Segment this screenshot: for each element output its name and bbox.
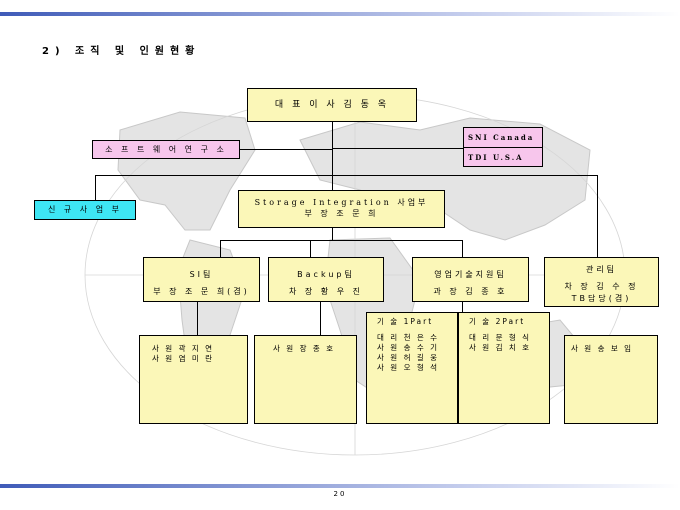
overseas-canada: SNI Canada [464, 128, 542, 148]
si-drop-line [220, 240, 221, 257]
storage-division-box: Storage Integration 사업부 부 장 조 문 희 [238, 190, 445, 228]
staff-member: 대 리 천 은 수 [377, 333, 440, 342]
tech-staff-line [462, 302, 463, 312]
ceo-box: 대 표 이 사 김 동 옥 [247, 88, 417, 122]
team-horizontal-line [220, 240, 462, 241]
tech-part1-box: 기 술 1Part 대 리 천 은 수 사 원 송 수 기 사 원 허 길 웅 … [366, 312, 458, 424]
staff-member: 사 원 송 수 기 [377, 343, 440, 352]
tech-part2-box: 기 술 2Part 대 리 문 형 식 사 원 김 치 호 [458, 312, 550, 424]
part1-title: 기 술 1Part [377, 317, 434, 326]
staff-member: 사 원 곽 지 연 [152, 344, 215, 353]
ceo-label: 대 표 이 사 김 동 옥 [274, 100, 390, 110]
staff-member: 대 리 문 형 식 [469, 333, 532, 342]
si-team-name: SI팀 [189, 270, 214, 279]
admin-staff-box: 사 원 송 보 임 [564, 335, 658, 424]
new-business-label: 신 규 사 업 부 [48, 205, 122, 214]
admin-team-head: 차 장 김 수 정 [564, 282, 639, 291]
staff-member: 사 원 염 미 란 [152, 354, 215, 363]
staff-member: 사 원 오 형 석 [377, 363, 440, 372]
admin-team-box: 관리팀 차 장 김 수 정 TB담당(겸) [544, 257, 659, 307]
tech-drop-line [462, 240, 463, 257]
storage-drop-line [332, 228, 333, 240]
backup-team-name: Backup팀 [297, 270, 355, 279]
tech-support-team-box: 영업기술지원팀 과 장 김 종 호 [412, 257, 529, 302]
admin-drop-line [597, 175, 598, 257]
admin-team-name: 관리팀 [585, 265, 618, 274]
staff-member: 사 원 송 보 임 [571, 344, 634, 353]
staff-member: 사 원 허 길 웅 [377, 353, 440, 362]
overseas-box: SNI Canada TDI U.S.A [463, 127, 543, 167]
backup-staff-line [320, 302, 321, 335]
bottom-accent-bar [0, 484, 680, 488]
tech-support-team-name: 영업기술지원팀 [434, 270, 507, 279]
research-line [240, 149, 332, 150]
research-box: 소 프 트 웨 어 연 구 소 [92, 140, 240, 159]
backup-staff-box: 사 원 장 종 호 [254, 335, 357, 424]
si-staff-box: 사 원 곽 지 연 사 원 염 미 란 [139, 335, 248, 424]
si-team-box: SI팀 부 장 조 문 희(겸) [143, 257, 260, 302]
division-horizontal-line [95, 175, 598, 176]
tech-support-team-head: 과 장 김 종 호 [433, 287, 508, 296]
backup-drop-line [310, 240, 311, 257]
backup-team-head: 차 장 황 우 진 [289, 287, 363, 296]
backup-team-box: Backup팀 차 장 황 우 진 [268, 257, 384, 302]
storage-division-title: Storage Integration 사업부 [254, 198, 429, 207]
new-biz-drop-line [95, 175, 96, 200]
page-heading: 2) 조직 및 인원현황 [42, 46, 201, 57]
si-team-head: 부 장 조 문 희(겸) [153, 287, 250, 296]
staff-member: 사 원 장 종 호 [273, 344, 336, 353]
overseas-usa: TDI U.S.A [468, 153, 524, 162]
ceo-vertical-line [332, 122, 333, 190]
staff-member: 사 원 김 치 호 [469, 343, 532, 352]
part2-title: 기 술 2Part [469, 317, 526, 326]
page-number: 20 [333, 490, 347, 498]
top-accent-bar [0, 12, 680, 16]
admin-team-role: TB담당(겸) [571, 294, 632, 303]
storage-division-head: 부 장 조 문 희 [304, 209, 379, 218]
research-label: 소 프 트 웨 어 연 구 소 [105, 145, 227, 154]
overseas-line [333, 148, 463, 149]
new-business-box: 신 규 사 업 부 [34, 200, 136, 220]
si-staff-line [197, 302, 198, 335]
